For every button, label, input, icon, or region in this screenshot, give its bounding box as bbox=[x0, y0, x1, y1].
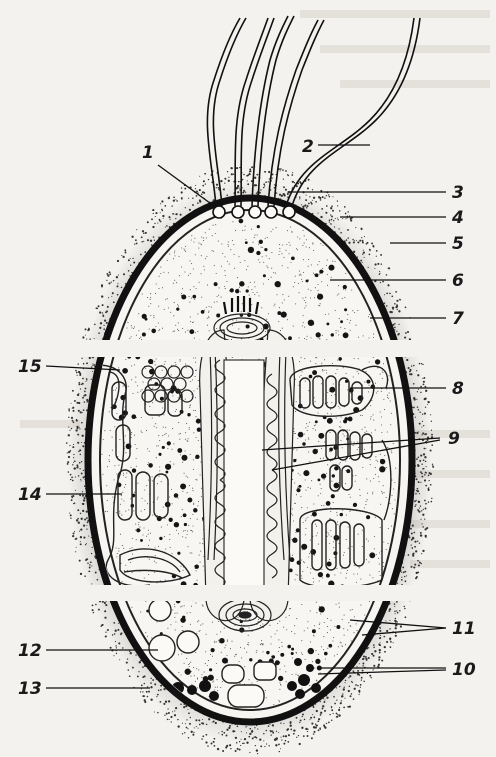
label-6: 6 bbox=[452, 271, 464, 291]
label-9: 9 bbox=[448, 429, 460, 449]
label-3: 3 bbox=[452, 183, 464, 203]
section-gap-upper bbox=[0, 340, 496, 357]
label-7: 7 bbox=[452, 309, 464, 329]
label-12: 12 bbox=[18, 641, 42, 661]
label-1: 1 bbox=[142, 143, 154, 163]
nucleoid bbox=[200, 314, 295, 631]
label-15: 15 bbox=[18, 357, 42, 377]
label-14: 14 bbox=[18, 485, 42, 505]
label-2: 2 bbox=[302, 137, 314, 157]
label-8: 8 bbox=[452, 379, 464, 399]
label-13: 13 bbox=[18, 679, 42, 699]
label-10: 10 bbox=[452, 660, 476, 680]
label-11: 11 bbox=[452, 619, 476, 639]
flagella bbox=[207, 16, 420, 206]
label-4: 4 bbox=[451, 208, 464, 228]
label-5: 5 bbox=[452, 234, 464, 254]
section-gap-lower bbox=[0, 585, 496, 601]
